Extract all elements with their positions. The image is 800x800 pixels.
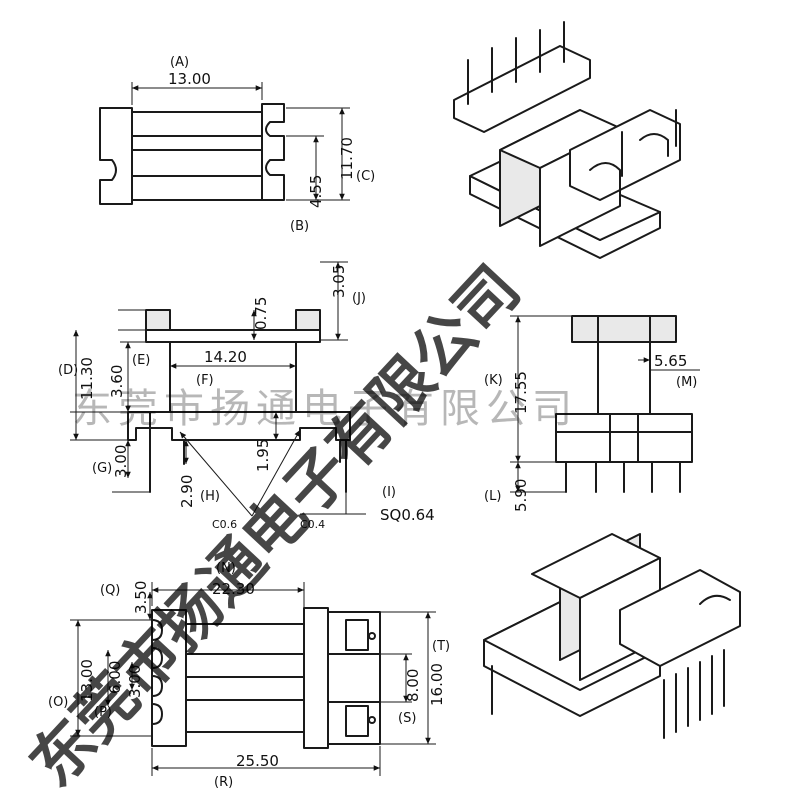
dim-value-m: 5.65 [654,352,687,370]
dim-value-f: 14.20 [204,348,247,366]
dim-label-t: (T) [432,639,450,654]
dim-value-mid-small: 1.95 [254,439,272,472]
dim-value-b: 4.55 [307,175,325,208]
dim-value-g: 3.00 [112,445,130,478]
dim-label-i: (I) [382,485,396,500]
dim-label-k: (K) [484,373,503,388]
dim-label-m: (M) [676,375,697,390]
dim-value-o: 13.00 [78,659,96,702]
dim-label-n: (N) [216,561,236,576]
dim-chamfer-2: C0.4 [300,518,325,531]
dim-value-h: 2.90 [178,475,196,508]
dim-value-p: 6.00 [106,661,124,694]
dim-value-e: 3.60 [108,365,126,398]
isometric-view-top [453,21,681,259]
dim-label-s: (S) [398,711,416,726]
front-view [70,261,366,517]
dim-value-p2: 3.00 [126,665,144,698]
dim-value-i: SQ0.64 [380,506,435,524]
dim-value-n: 22.30 [212,580,255,598]
dim-label-e: (E) [132,353,150,368]
dim-value-j: 3.05 [330,265,348,298]
dim-chamfer-1: C0.6 [212,518,237,531]
dim-label-c: (C) [356,169,375,184]
watermark-horizontal: 东莞市扬通电子有限公司 [72,386,578,432]
dim-label-d: (D) [58,363,78,378]
top-view [99,82,350,205]
dim-value-c: 11.70 [338,137,356,180]
dim-value-r: 25.50 [236,752,279,770]
isometric-view-bottom [483,533,741,739]
dim-label-f: (F) [196,373,214,388]
dim-value-top-small: 0.75 [252,297,270,330]
dim-label-a: (A) [170,55,189,70]
dim-label-p: (P) [94,705,112,720]
dim-label-j: (J) [352,291,366,306]
dim-value-q: 3.50 [132,581,150,614]
dim-label-b: (B) [290,219,309,234]
dim-value-l: 5.90 [512,479,530,512]
dim-value-d: 11.30 [78,357,96,400]
dim-value-k: 17.55 [512,371,530,414]
dim-value-s: 8.00 [404,669,422,702]
side-view [510,315,700,493]
dim-label-o: (O) [48,695,68,710]
dim-label-h: (H) [200,489,220,504]
dim-label-q: (Q) [100,583,120,598]
bottom-view [70,582,436,776]
dim-value-t: 16.00 [428,663,446,706]
dim-value-a: 13.00 [168,70,211,88]
dim-label-r: (R) [214,775,233,790]
dim-label-g: (G) [92,461,112,476]
dim-label-l: (L) [484,489,501,504]
